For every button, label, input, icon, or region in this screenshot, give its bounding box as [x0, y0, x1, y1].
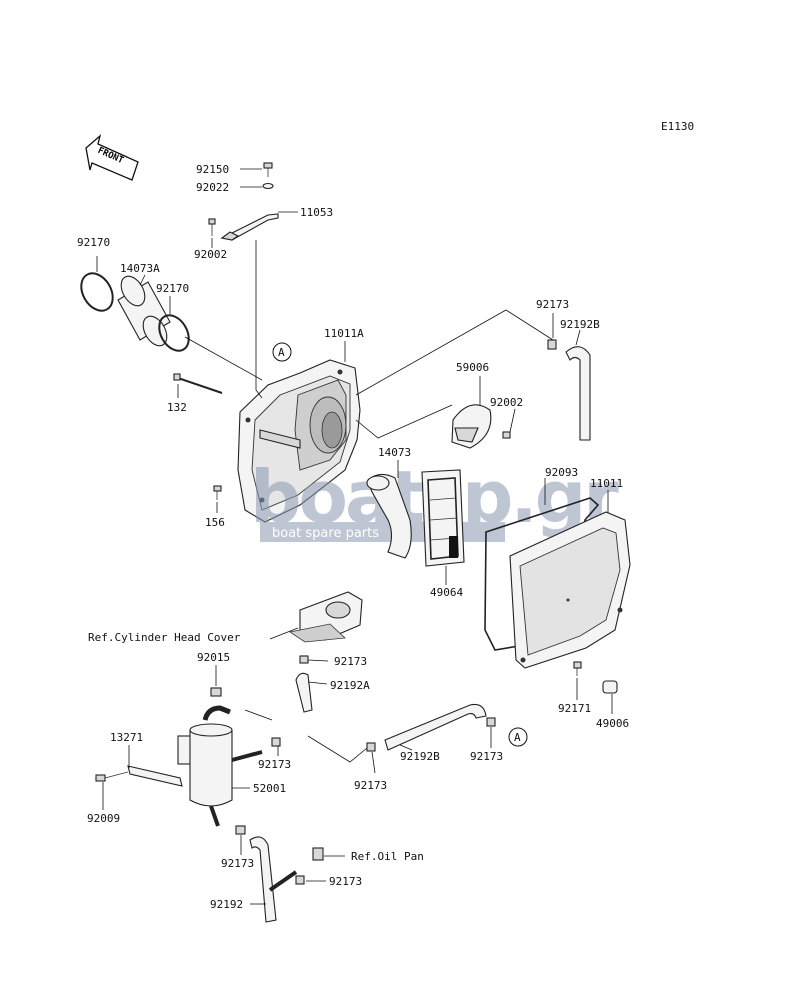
- clamp-92170-right: [158, 314, 190, 352]
- label-14073A: 14073A: [120, 262, 160, 275]
- label-92009: 92009: [87, 812, 120, 825]
- hose-92192: [249, 836, 298, 923]
- label-92002-top: 92002: [194, 248, 227, 261]
- label-92192B-low: 92192B: [400, 750, 440, 763]
- plate-59006: [451, 404, 492, 449]
- bolt-92009: [95, 771, 129, 782]
- label-11011A: 11011A: [324, 327, 364, 340]
- cover-housing-11011A: [237, 359, 361, 523]
- callout-a-lower-letter: A: [514, 731, 521, 744]
- label-52001: 52001: [253, 782, 286, 795]
- bracket-11053: [220, 213, 279, 241]
- bolt-92002-top: [208, 218, 216, 236]
- callout-a-upper-letter: A: [278, 346, 285, 359]
- label-92173-top: 92173: [536, 298, 569, 311]
- part-labels: 92150 92022 11053 92002 92170 14073A 921…: [77, 163, 629, 911]
- watermark-tagline: boat spare parts: [272, 526, 379, 541]
- clamp-92173-e: [486, 717, 496, 727]
- bolt-92150: [263, 162, 273, 177]
- washer-92022: [262, 182, 274, 190]
- label-49064: 49064: [430, 586, 463, 599]
- label-92170-right: 92170: [156, 282, 189, 295]
- hose-92192A: [295, 672, 313, 713]
- label-92171: 92171: [558, 702, 591, 715]
- ref-oil-pan: Ref.Oil Pan: [351, 850, 424, 863]
- diagram-code: E1130: [661, 120, 694, 133]
- label-92192: 92192: [210, 898, 243, 911]
- clamp-92173-d: [366, 742, 376, 752]
- clamp-92173-c: [235, 825, 246, 835]
- leader-lines: [96, 168, 613, 905]
- duct-14073: [366, 473, 412, 559]
- label-92173-f: 92173: [329, 875, 362, 888]
- label-11011: 11011: [590, 477, 623, 490]
- hose-92192B-top: [565, 346, 591, 441]
- label-92192B-top: 92192B: [560, 318, 600, 331]
- label-14073: 14073: [378, 446, 411, 459]
- label-59006: 59006: [456, 361, 489, 374]
- ref-cylinder-head-cover: Ref.Cylinder Head Cover: [88, 631, 241, 644]
- label-156: 156: [205, 516, 225, 529]
- label-49006: 49006: [596, 717, 629, 730]
- label-11053: 11053: [300, 206, 333, 219]
- label-92173-b: 92173: [258, 758, 291, 771]
- nut-92015: [210, 687, 222, 697]
- label-92093: 92093: [545, 466, 578, 479]
- clamp-92173-a: [299, 655, 309, 664]
- clamp-92170-left: [80, 272, 114, 312]
- label-92170-left: 92170: [77, 236, 110, 249]
- cover-11011: [509, 511, 631, 669]
- label-92150: 92150: [196, 163, 229, 176]
- cap-49006: [602, 680, 618, 694]
- cylinder-head-cover-ref: [288, 591, 363, 643]
- label-92173-d: 92173: [354, 779, 387, 792]
- bolt-132: [173, 373, 223, 394]
- bolt-156: [213, 485, 222, 500]
- front-arrow-icon: FRONT: [85, 134, 139, 181]
- hose-92192B-low: [384, 703, 487, 751]
- label-92173-a: 92173: [334, 655, 367, 668]
- label-92015: 92015: [197, 651, 230, 664]
- separator-tank-52001: [189, 705, 263, 827]
- bolt-92002-mid: [502, 431, 511, 439]
- callout-a-lower: A: [508, 727, 528, 747]
- bolt-92171: [573, 661, 582, 676]
- clamp-92173-f: [295, 875, 305, 885]
- label-132: 132: [167, 401, 187, 414]
- label-92002-mid: 92002: [490, 396, 523, 409]
- clamp-92173-b: [271, 737, 281, 747]
- label-92192A: 92192A: [330, 679, 370, 692]
- clamp-92173-top: [547, 339, 557, 350]
- label-92173-c: 92173: [221, 857, 254, 870]
- callout-a-upper: A: [272, 342, 292, 362]
- label-92022: 92022: [196, 181, 229, 194]
- label-13271: 13271: [110, 731, 143, 744]
- duct-14073A: [117, 275, 171, 347]
- filter-element-49064: [421, 469, 465, 567]
- label-92173-e: 92173: [470, 750, 503, 763]
- oil-pan-fitting: [312, 847, 324, 861]
